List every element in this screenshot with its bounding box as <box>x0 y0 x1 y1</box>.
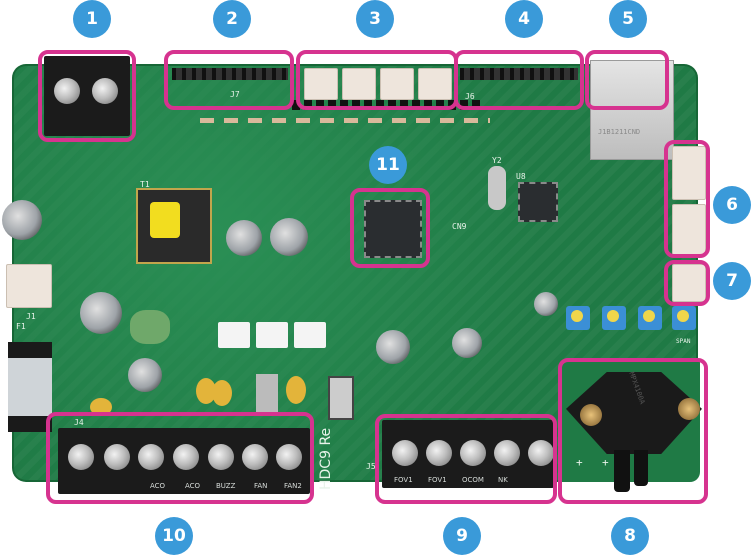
callout-box-2 <box>164 50 294 110</box>
callout-box-3 <box>296 50 458 110</box>
callout-badge-8: 8 <box>611 517 649 555</box>
terminal-label: BUZZ <box>216 482 236 490</box>
terminal-label: FOV1 <box>428 476 447 484</box>
callout-box-10 <box>46 412 314 504</box>
jst-connector <box>342 68 376 100</box>
silk-span: SPAN <box>676 338 691 345</box>
silk-y2: Y2 <box>492 156 502 165</box>
sensor-port <box>634 450 648 486</box>
electrolytic-capacitor <box>226 220 262 256</box>
callout-badge-7: 7 <box>713 262 751 300</box>
jst-connector-j1 <box>6 264 52 308</box>
silk-j5: J5 <box>366 462 376 471</box>
crystal-oscillator <box>488 166 506 210</box>
callout-badge-11: 11 <box>369 146 407 184</box>
trim-potentiometer <box>672 306 696 330</box>
electrolytic-capacitor <box>80 292 122 334</box>
callout-box-11 <box>350 188 430 268</box>
sensor-screw <box>580 404 602 426</box>
ceramic-capacitor <box>212 380 232 406</box>
callout-box-1 <box>38 50 136 142</box>
silk-plus: + <box>576 456 583 469</box>
inductor-l1 <box>130 310 170 344</box>
electrolytic-capacitor <box>128 358 162 392</box>
silk-cn9: CN9 <box>452 222 467 231</box>
jst-connector <box>380 68 414 100</box>
ceramic-capacitor <box>196 378 216 404</box>
callout-box-6 <box>664 140 710 258</box>
callout-box-4 <box>454 50 584 110</box>
sensor-port <box>614 450 630 492</box>
callout-badge-4: 4 <box>505 0 543 38</box>
power-terminal-block <box>44 56 130 136</box>
side-jst-connector <box>672 204 706 256</box>
silk-f1: F1 <box>16 322 26 331</box>
callout-box-9 <box>375 414 557 504</box>
terminal-block-5pos: FOV1 FOV1 OCOM NK <box>382 420 554 488</box>
electrolytic-capacitor <box>2 200 42 240</box>
callout-box-8 <box>558 358 708 504</box>
electrolytic-capacitor <box>270 218 308 256</box>
voltage-regulator <box>328 376 354 420</box>
trim-potentiometer <box>602 306 626 330</box>
glass-fuse <box>8 342 52 432</box>
sensor-screw <box>678 398 700 420</box>
ceramic-capacitor <box>286 376 306 404</box>
callout-badge-5: 5 <box>609 0 647 38</box>
pin-header-j6 <box>460 68 578 80</box>
silk-plus: + <box>602 456 609 469</box>
jst-connector <box>304 68 338 100</box>
ethernet-controller-chip <box>518 182 558 222</box>
callout-badge-3: 3 <box>356 0 394 38</box>
transformer-t1 <box>136 188 212 264</box>
callout-badge-9: 9 <box>443 517 481 555</box>
callout-box-7 <box>664 260 710 306</box>
voltage-regulator <box>256 374 278 414</box>
side-jst-connector <box>672 264 706 302</box>
silk-j7: J7 <box>230 90 240 99</box>
trim-potentiometer <box>638 306 662 330</box>
silk-u8: U8 <box>516 172 526 181</box>
optocoupler <box>294 322 326 348</box>
resistor-row <box>200 112 490 142</box>
trim-potentiometer <box>566 306 590 330</box>
side-jst-connector <box>672 146 706 200</box>
callout-badge-6: 6 <box>713 186 751 224</box>
jst-connector <box>418 68 452 100</box>
terminal-label: ACO <box>150 482 166 490</box>
callout-badge-2: 2 <box>213 0 251 38</box>
silk-t1: T1 <box>140 180 150 189</box>
pin-header-j7 <box>172 68 288 80</box>
silk-j4: J4 <box>74 418 84 427</box>
terminal-label: FOV1 <box>394 476 413 484</box>
ceramic-capacitor <box>90 398 112 416</box>
board-name-silkscreen: HDC9 Re <box>318 427 334 490</box>
optocoupler <box>256 322 288 348</box>
electrolytic-capacitor <box>452 328 482 358</box>
electrolytic-capacitor <box>376 330 410 364</box>
terminal-label: FAN2 <box>284 482 302 490</box>
callout-badge-1: 1 <box>73 0 111 38</box>
diode-row <box>292 100 482 110</box>
silk-j6: J6 <box>465 92 475 101</box>
terminal-label: OCOM <box>462 476 484 484</box>
callout-box-5 <box>585 50 669 110</box>
silk-j1: J1 <box>26 312 36 321</box>
silk-rj45: J1B1211CND <box>598 128 641 136</box>
terminal-label: ACO <box>185 482 201 490</box>
terminal-block-7pos: ACO ACO BUZZ FAN FAN2 <box>58 428 310 494</box>
microcontroller-chip <box>364 200 422 258</box>
terminal-label: NK <box>498 476 508 484</box>
rj45-jack <box>590 60 674 160</box>
terminal-label: FAN <box>254 482 268 490</box>
electrolytic-capacitor <box>534 292 558 316</box>
optocoupler <box>218 322 250 348</box>
callout-badge-10: 10 <box>155 517 193 555</box>
